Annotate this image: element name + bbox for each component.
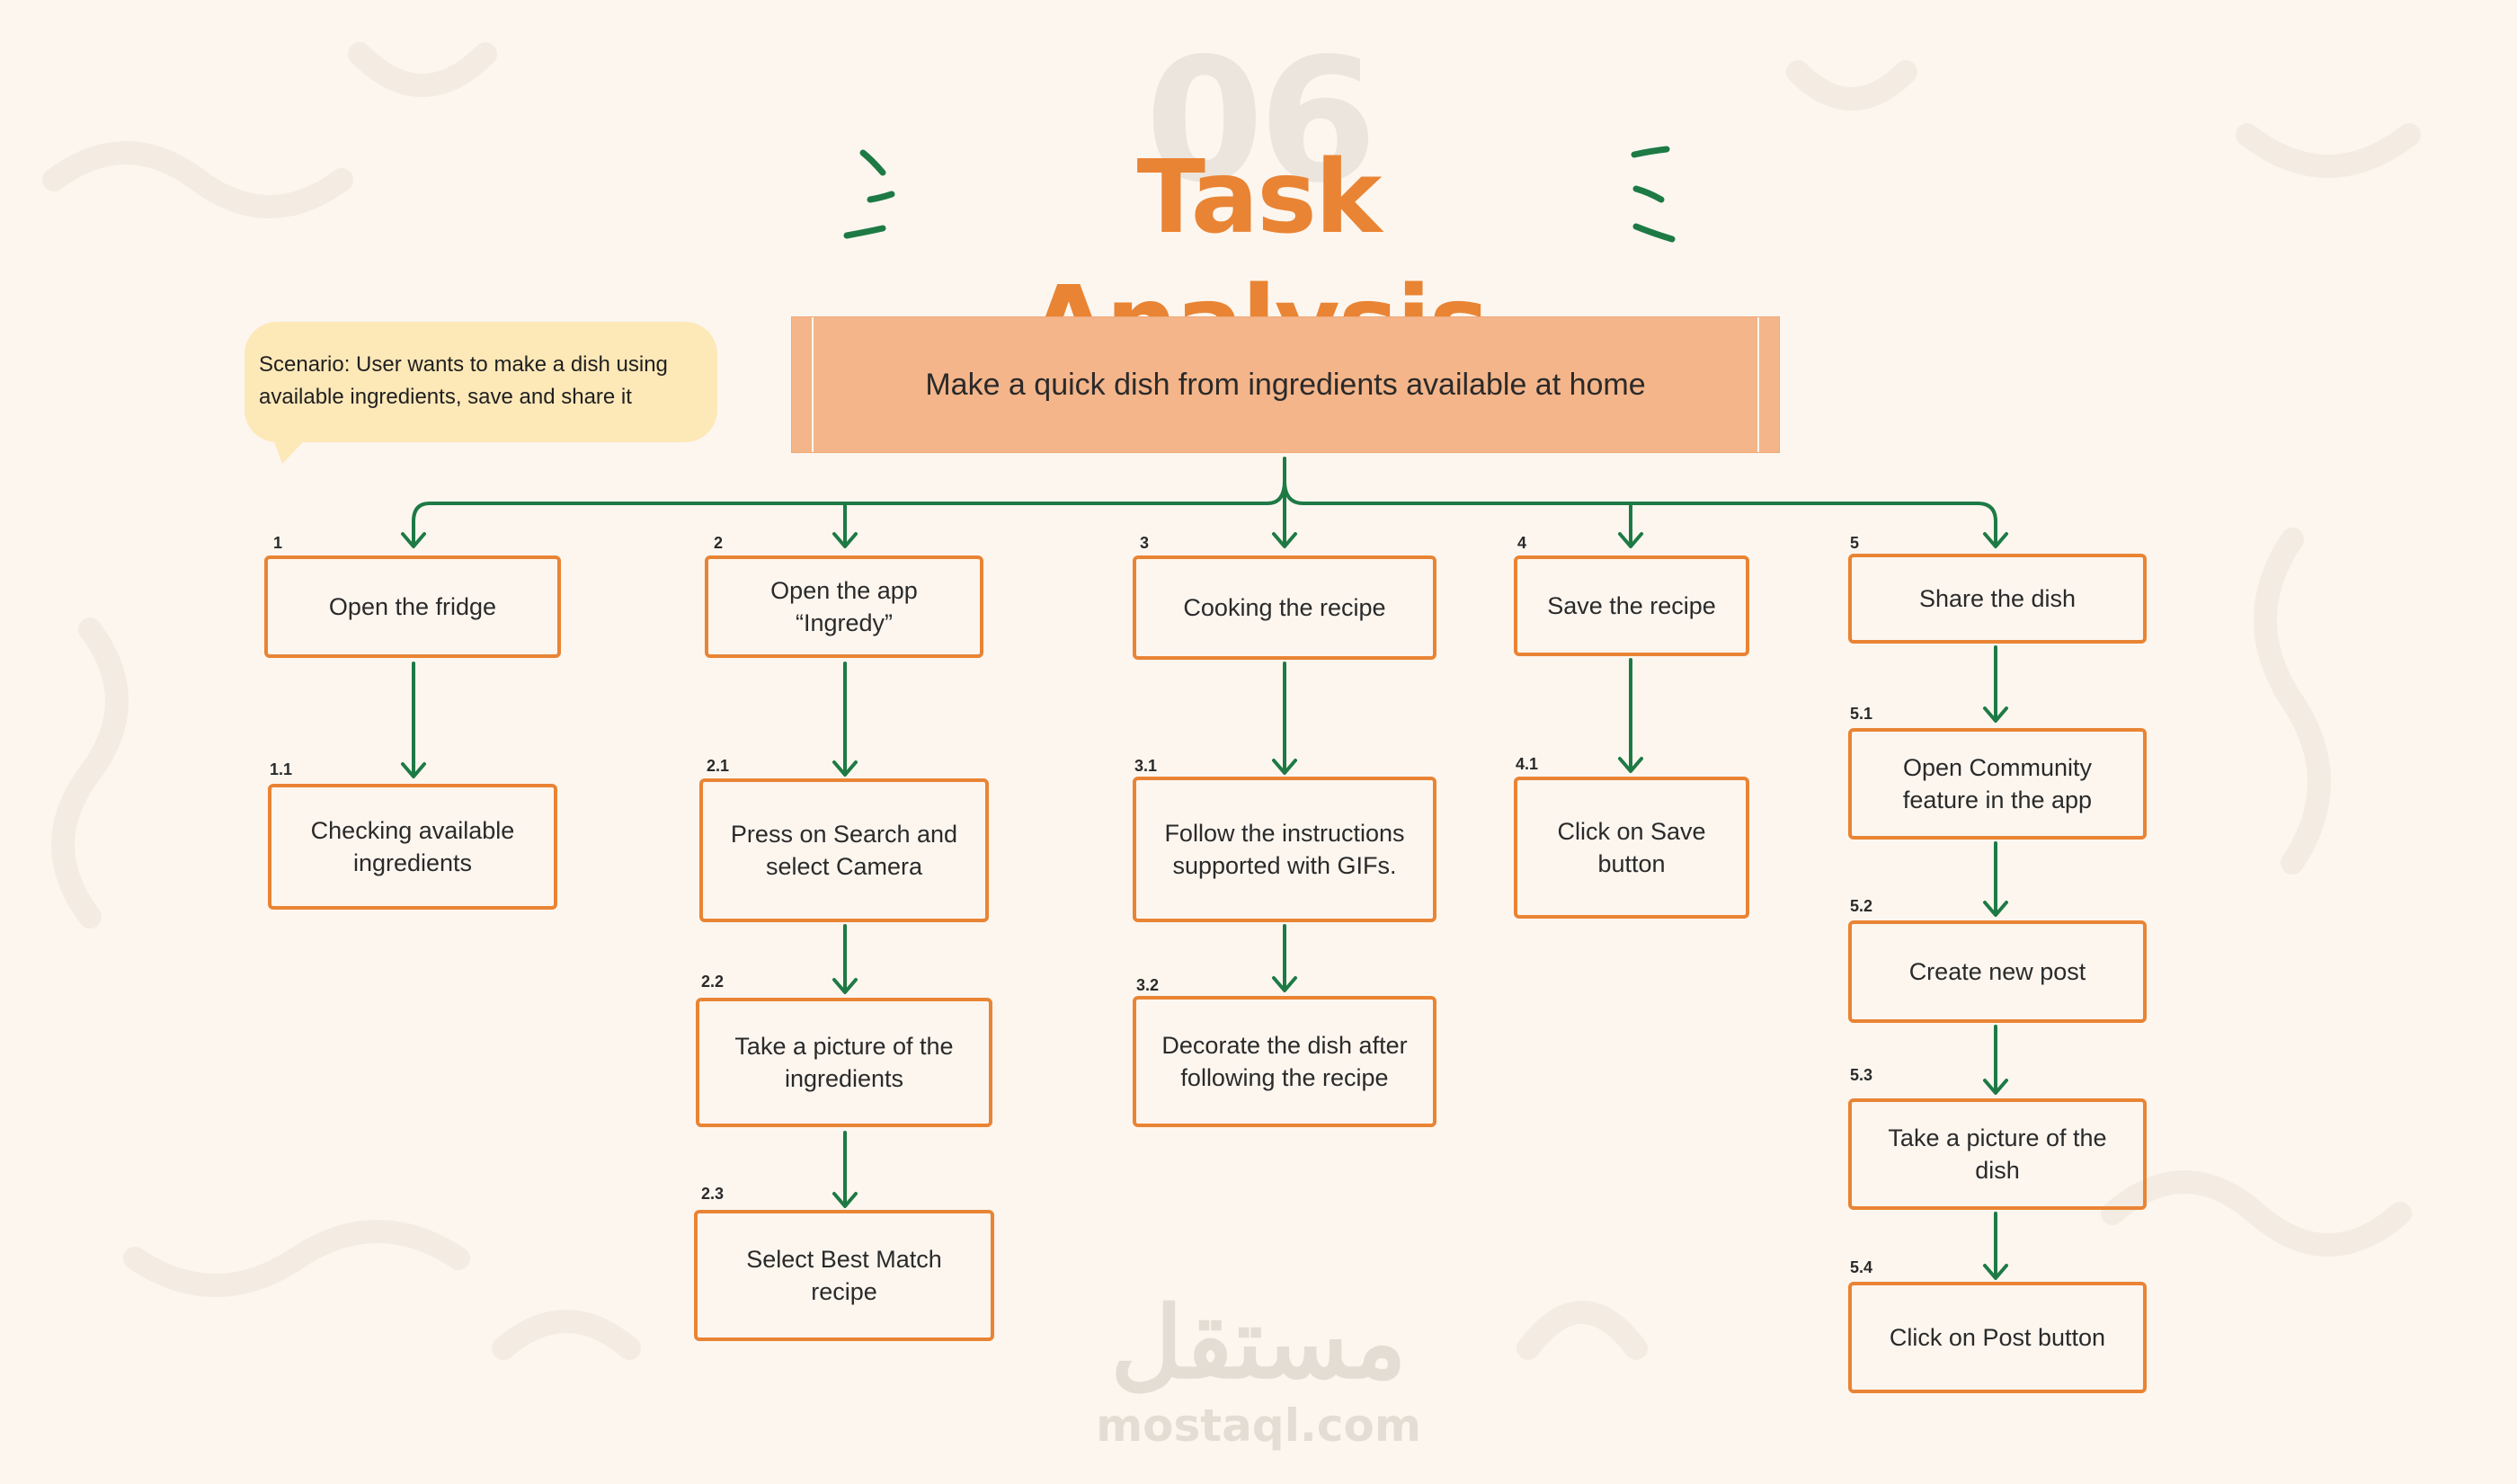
goal-box-right-edge <box>1757 317 1759 452</box>
step-number: 3 <box>1140 534 1150 552</box>
right-sparkle-icon <box>1631 146 1676 243</box>
step-box: Decorate the dish after following the re… <box>1133 996 1436 1127</box>
step-box: Open Community feature in the app <box>1848 728 2147 840</box>
step-box: Take a picture of the dish <box>1848 1098 2147 1210</box>
watermark-latin: mostaql.com <box>1096 1400 1421 1452</box>
step-number: 3.2 <box>1136 976 1160 994</box>
step-box: Open the fridge <box>264 555 561 658</box>
goal-text: Make a quick dish from ingredients avail… <box>925 367 1646 402</box>
scenario-bubble: Scenario: User wants to make a dish usin… <box>245 322 717 442</box>
bubble-tail <box>270 430 315 464</box>
goal-box-left-edge <box>812 317 814 452</box>
step-number: 2.3 <box>701 1185 725 1203</box>
step-number: 5.2 <box>1850 897 1873 915</box>
step-number: 3.1 <box>1134 757 1158 775</box>
watermark-arabic: مستقل <box>1110 1288 1407 1399</box>
step-box: Select Best Match recipe <box>694 1210 994 1341</box>
goal-box: Make a quick dish from ingredients avail… <box>791 316 1780 453</box>
step-number: 4.1 <box>1516 755 1539 773</box>
step-number: 4 <box>1517 534 1527 552</box>
step-box: Share the dish <box>1848 554 2147 644</box>
step-box: Press on Search and select Camera <box>699 778 989 922</box>
step-box: Save the recipe <box>1514 555 1749 656</box>
step-box: Open the app “Ingredy” <box>705 555 983 658</box>
step-box: Cooking the recipe <box>1133 555 1436 660</box>
step-number: 2.2 <box>701 973 725 991</box>
step-box: Click on Save button <box>1514 777 1749 919</box>
section-number: 06 <box>1144 22 1377 220</box>
step-box: Take a picture of the ingredients <box>696 998 992 1127</box>
step-box: Checking available ingredients <box>268 784 557 910</box>
step-box: Click on Post button <box>1848 1282 2147 1393</box>
step-box: Create new post <box>1848 920 2147 1023</box>
step-number: 1.1 <box>270 760 293 778</box>
step-box: Follow the instructions supported with G… <box>1133 777 1436 922</box>
step-number: 2.1 <box>707 757 730 775</box>
step-number: 5.3 <box>1850 1066 1873 1084</box>
step-number: 5.4 <box>1850 1258 1873 1276</box>
step-number: 2 <box>714 534 724 552</box>
left-sparkle-icon <box>843 149 895 239</box>
step-number: 1 <box>273 534 283 552</box>
step-number: 5.1 <box>1850 705 1873 723</box>
step-number: 5 <box>1850 534 1860 552</box>
